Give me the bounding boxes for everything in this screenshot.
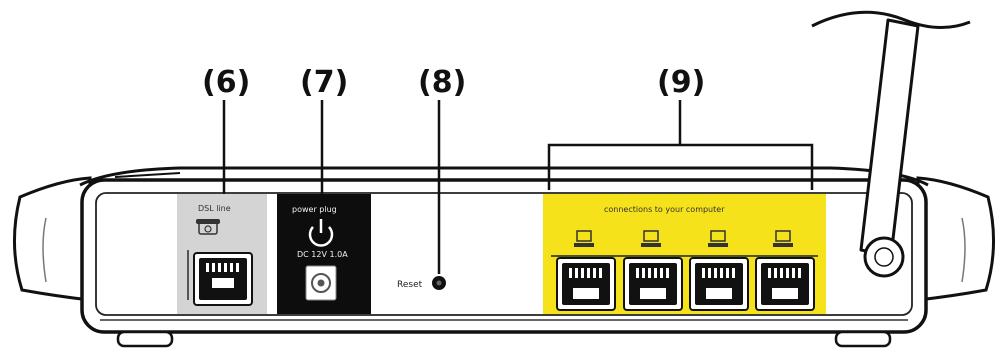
callout-7: (7) [300,65,348,194]
power-rating-label: DC 12V 1.0A [297,250,348,259]
lan-label: connections to your computer [604,205,725,214]
ethernet-port-2[interactable] [623,257,683,311]
dsl-panel: DSL line [177,194,267,314]
power-icon [308,219,334,247]
callout-9-label: (9) [657,65,705,100]
reset-label: Reset [397,280,423,290]
computer-icon [708,230,728,247]
power-panel: power plug DC 12V 1.0A [277,194,371,314]
reset-group: Reset [397,276,446,290]
reset-button[interactable] [432,276,446,290]
router-body [13,166,995,348]
dsl-line-label: DSL line [198,204,231,213]
callout-9-bracket [547,143,814,190]
callout-6-label: (6) [202,65,250,100]
antenna[interactable] [811,10,971,278]
callout-8: (8) [418,65,466,274]
lan-panel: connections to your computer [543,194,826,314]
power-plug-label: power plug [292,205,337,214]
phone-icon [196,219,220,235]
power-jack[interactable] [305,265,337,301]
dsl-port[interactable] [193,252,253,306]
computer-icon [773,230,793,247]
ethernet-port-3[interactable] [689,257,749,311]
callout-9: (9) [547,65,814,190]
computer-icon [574,230,594,247]
callout-7-label: (7) [300,65,348,100]
ethernet-port-4[interactable] [755,257,815,311]
callout-8-label: (8) [418,65,466,100]
callout-6: (6) [202,65,250,194]
computer-icon [641,230,661,247]
ethernet-port-1[interactable] [556,257,616,311]
